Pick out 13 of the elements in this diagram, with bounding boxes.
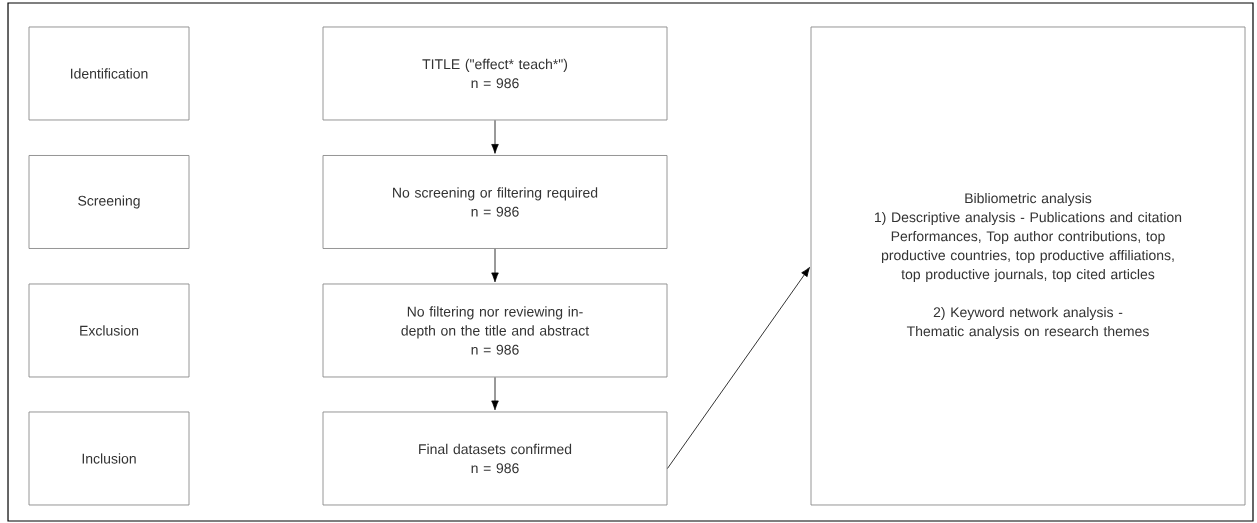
stage-box: Identification xyxy=(28,26,190,121)
arrow xyxy=(667,267,810,469)
arrow xyxy=(491,377,499,411)
process-box: No screening or filtering required n = 986 xyxy=(322,155,668,249)
analysis-box: Bibliometric analysis 1) Descriptive analysis - Publications and citation Performances, Top author contributions, top productive countries, top productive affiliations, top productive journals, top cited articles 2) Keyword network analysis - Thematic analysis on research themes xyxy=(810,26,1246,506)
process-box: No filtering nor reviewing in-depth on the title and abstract n = 986 xyxy=(322,283,668,378)
arrow xyxy=(491,248,499,283)
stage-box: Inclusion xyxy=(28,411,190,506)
process-box: Final datasets confirmed n = 986 xyxy=(322,411,668,506)
arrow xyxy=(491,120,499,154)
process-box: TITLE ("effect* teach*") n = 986 xyxy=(322,26,668,121)
stage-box: Screening xyxy=(28,155,190,249)
stage-box: Exclusion xyxy=(28,283,190,378)
